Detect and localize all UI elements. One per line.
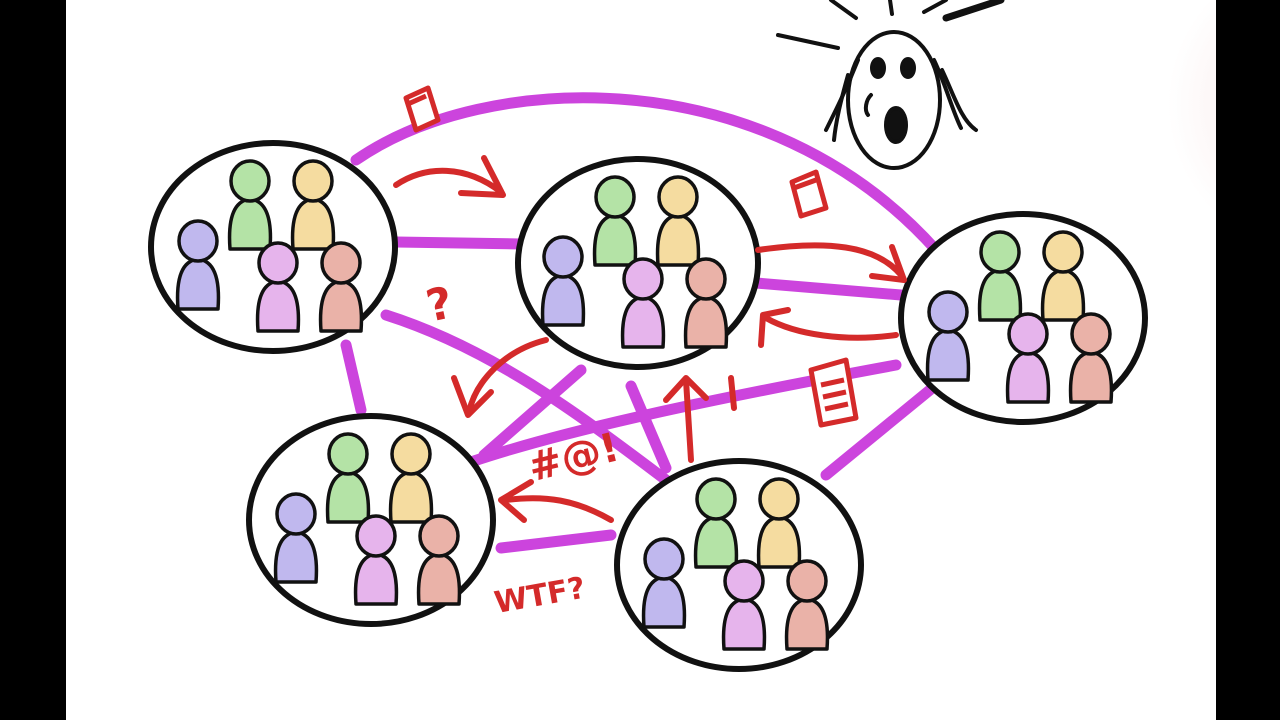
people-group-b — [540, 175, 729, 349]
person-pink — [1005, 312, 1051, 404]
person-blue — [540, 235, 586, 327]
person-salmon — [784, 559, 830, 651]
arrow-c-to-b — [758, 307, 899, 348]
document-icon — [789, 169, 829, 219]
person-salmon — [416, 514, 462, 606]
person-blue — [641, 537, 687, 629]
whiteboard-canvas: ? #@! WTF? — [66, 0, 1216, 720]
person-green — [592, 175, 638, 267]
channel-a-e — [380, 309, 672, 486]
people-group-c — [925, 230, 1114, 404]
channel-b-c — [750, 277, 907, 301]
people-group-a — [175, 159, 364, 333]
person-green — [693, 477, 739, 569]
channel-cross-2 — [625, 380, 672, 474]
people-group-d — [273, 432, 462, 606]
person-yellow — [756, 477, 802, 569]
person-pink — [620, 257, 666, 349]
person-yellow — [388, 432, 434, 524]
channel-a-d — [340, 339, 367, 416]
person-salmon — [1068, 312, 1114, 404]
person-green — [325, 432, 371, 524]
person-blue — [175, 219, 221, 311]
person-green — [227, 159, 273, 251]
person-blue — [273, 492, 319, 584]
person-green — [977, 230, 1023, 322]
wtf-annotation: WTF? — [492, 571, 588, 621]
shocked-face-icon — [776, 0, 1005, 170]
document-icon — [403, 85, 441, 133]
person-yellow — [1040, 230, 1086, 322]
channel-cross-1 — [478, 364, 587, 461]
channel-a-b — [390, 236, 527, 250]
people-group-e — [641, 477, 830, 651]
arrow-b-to-c — [755, 242, 907, 283]
arrow-e-to-b — [663, 375, 709, 463]
background-glow — [1166, 0, 1216, 260]
document-icon — [808, 357, 859, 428]
arrow-e-to-d — [498, 479, 614, 523]
swear-symbols-annotation: #@! — [524, 424, 624, 491]
channel-c-e — [820, 379, 942, 481]
team-communication-diagram: ? #@! WTF? — [148, 0, 1148, 672]
arrow-a-to-b — [393, 155, 506, 198]
person-salmon — [683, 257, 729, 349]
arrow-b-to-d — [451, 337, 549, 418]
person-yellow — [290, 159, 336, 251]
person-blue — [925, 290, 971, 382]
person-pink — [721, 559, 767, 651]
channel-d-e — [495, 529, 617, 554]
person-pink — [353, 514, 399, 606]
person-pink — [255, 241, 301, 333]
person-yellow — [655, 175, 701, 267]
person-salmon — [318, 241, 364, 333]
arrow-tick-mark — [728, 375, 737, 411]
